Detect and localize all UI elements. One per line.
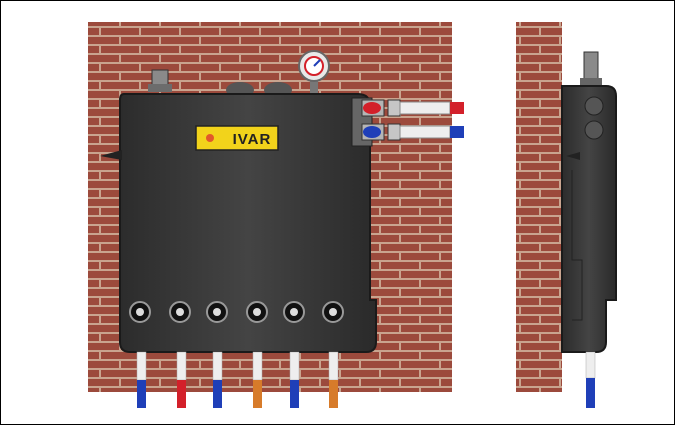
cabinet-latch-icon <box>100 150 122 160</box>
outlet-pipes <box>136 351 339 408</box>
side-outlet-pipe <box>585 351 596 408</box>
brand-text: IVAR <box>233 131 272 148</box>
outlet-ports <box>129 301 344 323</box>
manifold-cabinet-side <box>561 51 617 353</box>
pressure-gauge-icon <box>298 50 330 82</box>
supply-valves <box>351 97 464 147</box>
brand-label: IVAR <box>195 125 279 151</box>
brick-wall-side <box>516 22 562 392</box>
